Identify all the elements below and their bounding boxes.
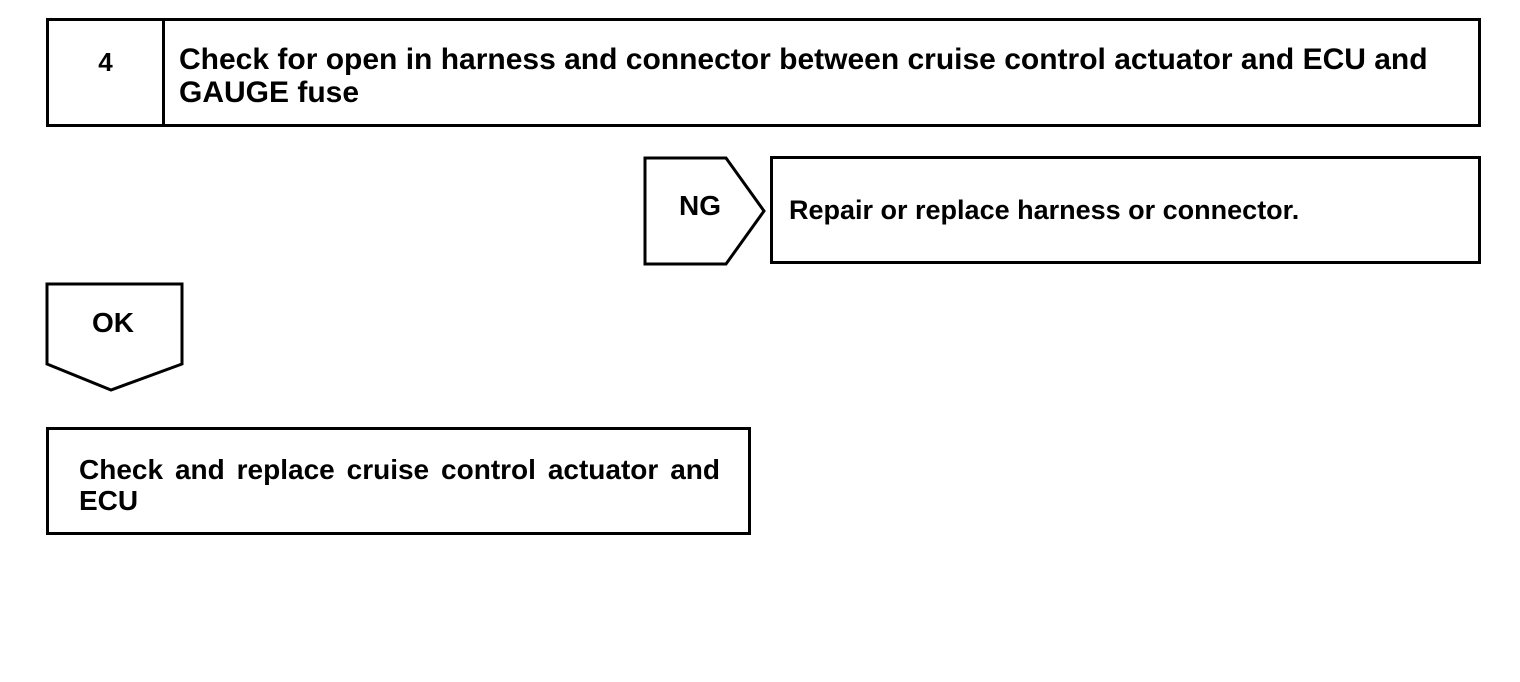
step-title: Check for open in harness and connector … xyxy=(179,43,1428,109)
ok-action-box: Check and replace cruise control actuato… xyxy=(46,427,751,535)
step-number: 4 xyxy=(49,21,165,124)
ok-arrow-shape xyxy=(45,282,184,392)
ng-action-box: Repair or replace harness or connector. xyxy=(770,156,1481,264)
ok-label: OK xyxy=(92,307,134,338)
ng-arrow-shape xyxy=(643,156,766,266)
step-box: 4 Check for open in harness and connecto… xyxy=(46,18,1481,127)
ng-label: NG xyxy=(679,190,721,221)
